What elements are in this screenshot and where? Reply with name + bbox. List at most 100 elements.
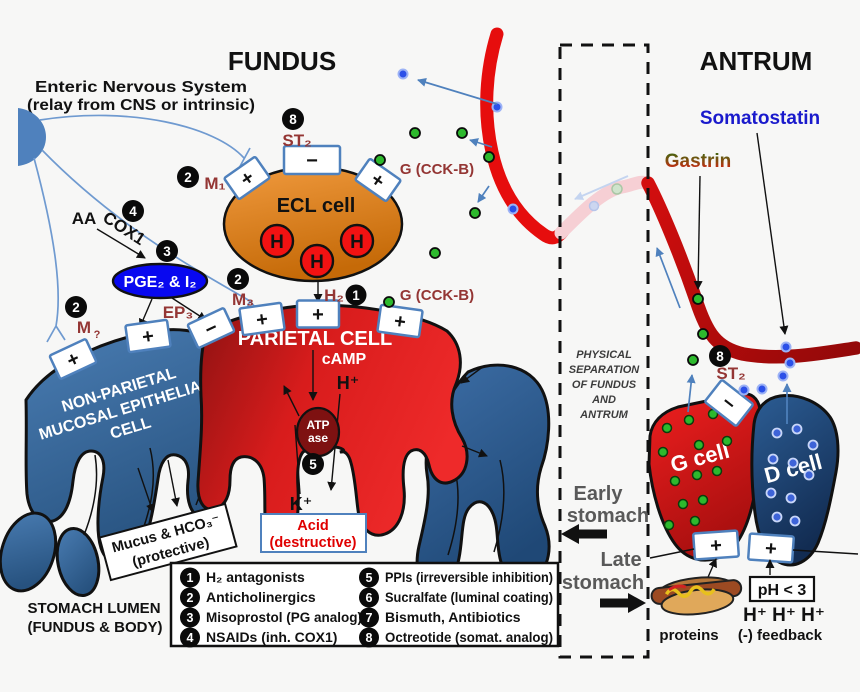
somatostatin-dot xyxy=(807,439,819,451)
ph-box: pH < 3 xyxy=(748,575,816,603)
receptor-gcckb-parietal: + xyxy=(376,303,424,339)
receptor-gcell-basal: + xyxy=(692,529,740,561)
fundus-title: FUNDUS xyxy=(228,46,336,76)
gastrin-dot xyxy=(374,154,386,166)
mucosal-lobe xyxy=(0,511,58,593)
gastrin-dot xyxy=(456,127,468,139)
separation-line: ANTRUM xyxy=(579,409,628,421)
badge-2-mq: 2 xyxy=(65,296,87,318)
aa-label: AA xyxy=(72,209,97,228)
badge-8-number: 8 xyxy=(289,112,297,127)
ens-fiber-to-mq xyxy=(33,157,66,343)
receptor-gcckb-parietal-sign: + xyxy=(393,310,408,333)
gcell-secretion-arrow xyxy=(686,374,696,413)
legend-2-number: 2 xyxy=(187,591,194,605)
gastrin-dot xyxy=(677,498,689,510)
nonparietal-cell: NON-PARIETAL MUCOSAL EPITHELIAL CELL xyxy=(0,328,239,598)
gastrin-dot xyxy=(683,414,695,426)
gland-line xyxy=(493,459,505,553)
gastrin-dot xyxy=(383,296,395,308)
receptor-top-nonparietal: + xyxy=(124,318,172,354)
mq-label-sub: ? xyxy=(94,329,101,341)
receptor-dcell-basal-sign: + xyxy=(764,538,777,561)
badge-2-m1: 2 xyxy=(177,166,199,188)
pge-label: PGE₂ & I₂ xyxy=(124,274,197,291)
separation-line: AND xyxy=(591,394,616,406)
gastrin-dot xyxy=(669,475,681,487)
badge-8-antrum: 8 xyxy=(709,345,731,367)
late-label-line2: stomach xyxy=(562,572,644,594)
neuron-body xyxy=(18,108,46,166)
gland-line xyxy=(83,454,98,536)
faded-gastrin-dot xyxy=(611,183,623,195)
histamine-h: H xyxy=(270,232,284,253)
gastrin-dot xyxy=(409,127,421,139)
receptor-top-np-sign: + xyxy=(141,325,156,348)
somatostatin-dot xyxy=(738,384,750,396)
legend-3-label: Misoprostol (PG analog) xyxy=(206,609,362,625)
gastrin-dot xyxy=(469,207,481,219)
somatostatin-dot xyxy=(491,101,503,113)
m3-label: M₃ xyxy=(232,290,254,309)
somatostatin-dot xyxy=(791,423,803,435)
badge-3-number: 3 xyxy=(163,244,171,259)
antrum-blood-flow-arrow xyxy=(655,247,681,309)
receptor-st2-gcell: − xyxy=(704,379,754,427)
acid-label-line1: Acid xyxy=(297,518,328,534)
faded-vessel-segment xyxy=(554,175,656,240)
gastrin-dot xyxy=(692,293,704,305)
separation-line: OF FUNDUS xyxy=(572,379,637,391)
somatostatin-dot xyxy=(777,370,789,382)
somatostatin-dot xyxy=(765,487,777,499)
badge-3: 3 xyxy=(156,240,178,262)
ph-label: pH < 3 xyxy=(758,582,807,599)
somatostatin-dot xyxy=(771,511,783,523)
gastrin-dot xyxy=(689,515,701,527)
badge-5-number: 5 xyxy=(309,457,317,472)
camp-label: cAMP xyxy=(322,351,367,368)
receptor-h2-parietal: + xyxy=(295,299,341,329)
lumen-boundary-line-left xyxy=(649,548,695,559)
receptor-st2-sign: − xyxy=(306,150,318,172)
legend-4-label: NSAIDs (inh. COX1) xyxy=(206,629,337,645)
h-plus-label: H⁺ xyxy=(337,373,360,393)
badge-5: 5 xyxy=(302,453,324,475)
badge-8-number: 8 xyxy=(716,349,724,364)
late-right-arrow xyxy=(600,593,646,613)
vessel-release-arrow xyxy=(477,185,490,203)
mucosal-lobe xyxy=(55,526,101,598)
d-cell-shape xyxy=(750,393,840,567)
hotdog-icon xyxy=(650,576,743,616)
legend-1-number: 1 xyxy=(187,571,194,585)
vessel-release-arrow-long xyxy=(417,78,498,105)
ens-label-line1: Enteric Nervous System xyxy=(35,79,247,96)
histamine-granule: H xyxy=(299,243,335,279)
somatostatin-arrow xyxy=(756,132,789,335)
receptor-m1: + xyxy=(223,155,271,201)
acid-box: Acid (destructive) xyxy=(260,513,367,553)
mucus-arrow xyxy=(137,467,155,513)
st2-label-antrum: ST₂ xyxy=(716,364,745,383)
faded-somatostatin-dot xyxy=(588,200,600,212)
ens-fiber-to-m1 xyxy=(39,114,245,159)
legend-7-label: Bismuth, Antibiotics xyxy=(385,609,521,625)
legend-6-number: 6 xyxy=(366,591,373,605)
gastrin-dot xyxy=(663,519,675,531)
lumen-label-line1: STOMACH LUMEN xyxy=(27,600,160,617)
somatostatin-dot xyxy=(784,357,796,369)
gastrin-dot xyxy=(687,354,699,366)
early-label-line2: stomach xyxy=(567,505,649,527)
legend-8-label: Octreotide (somat. analog) xyxy=(385,629,553,645)
somatostatin-dot xyxy=(803,469,815,481)
fundus-vessel xyxy=(480,27,570,245)
feedback-label: (-) feedback xyxy=(738,627,823,644)
